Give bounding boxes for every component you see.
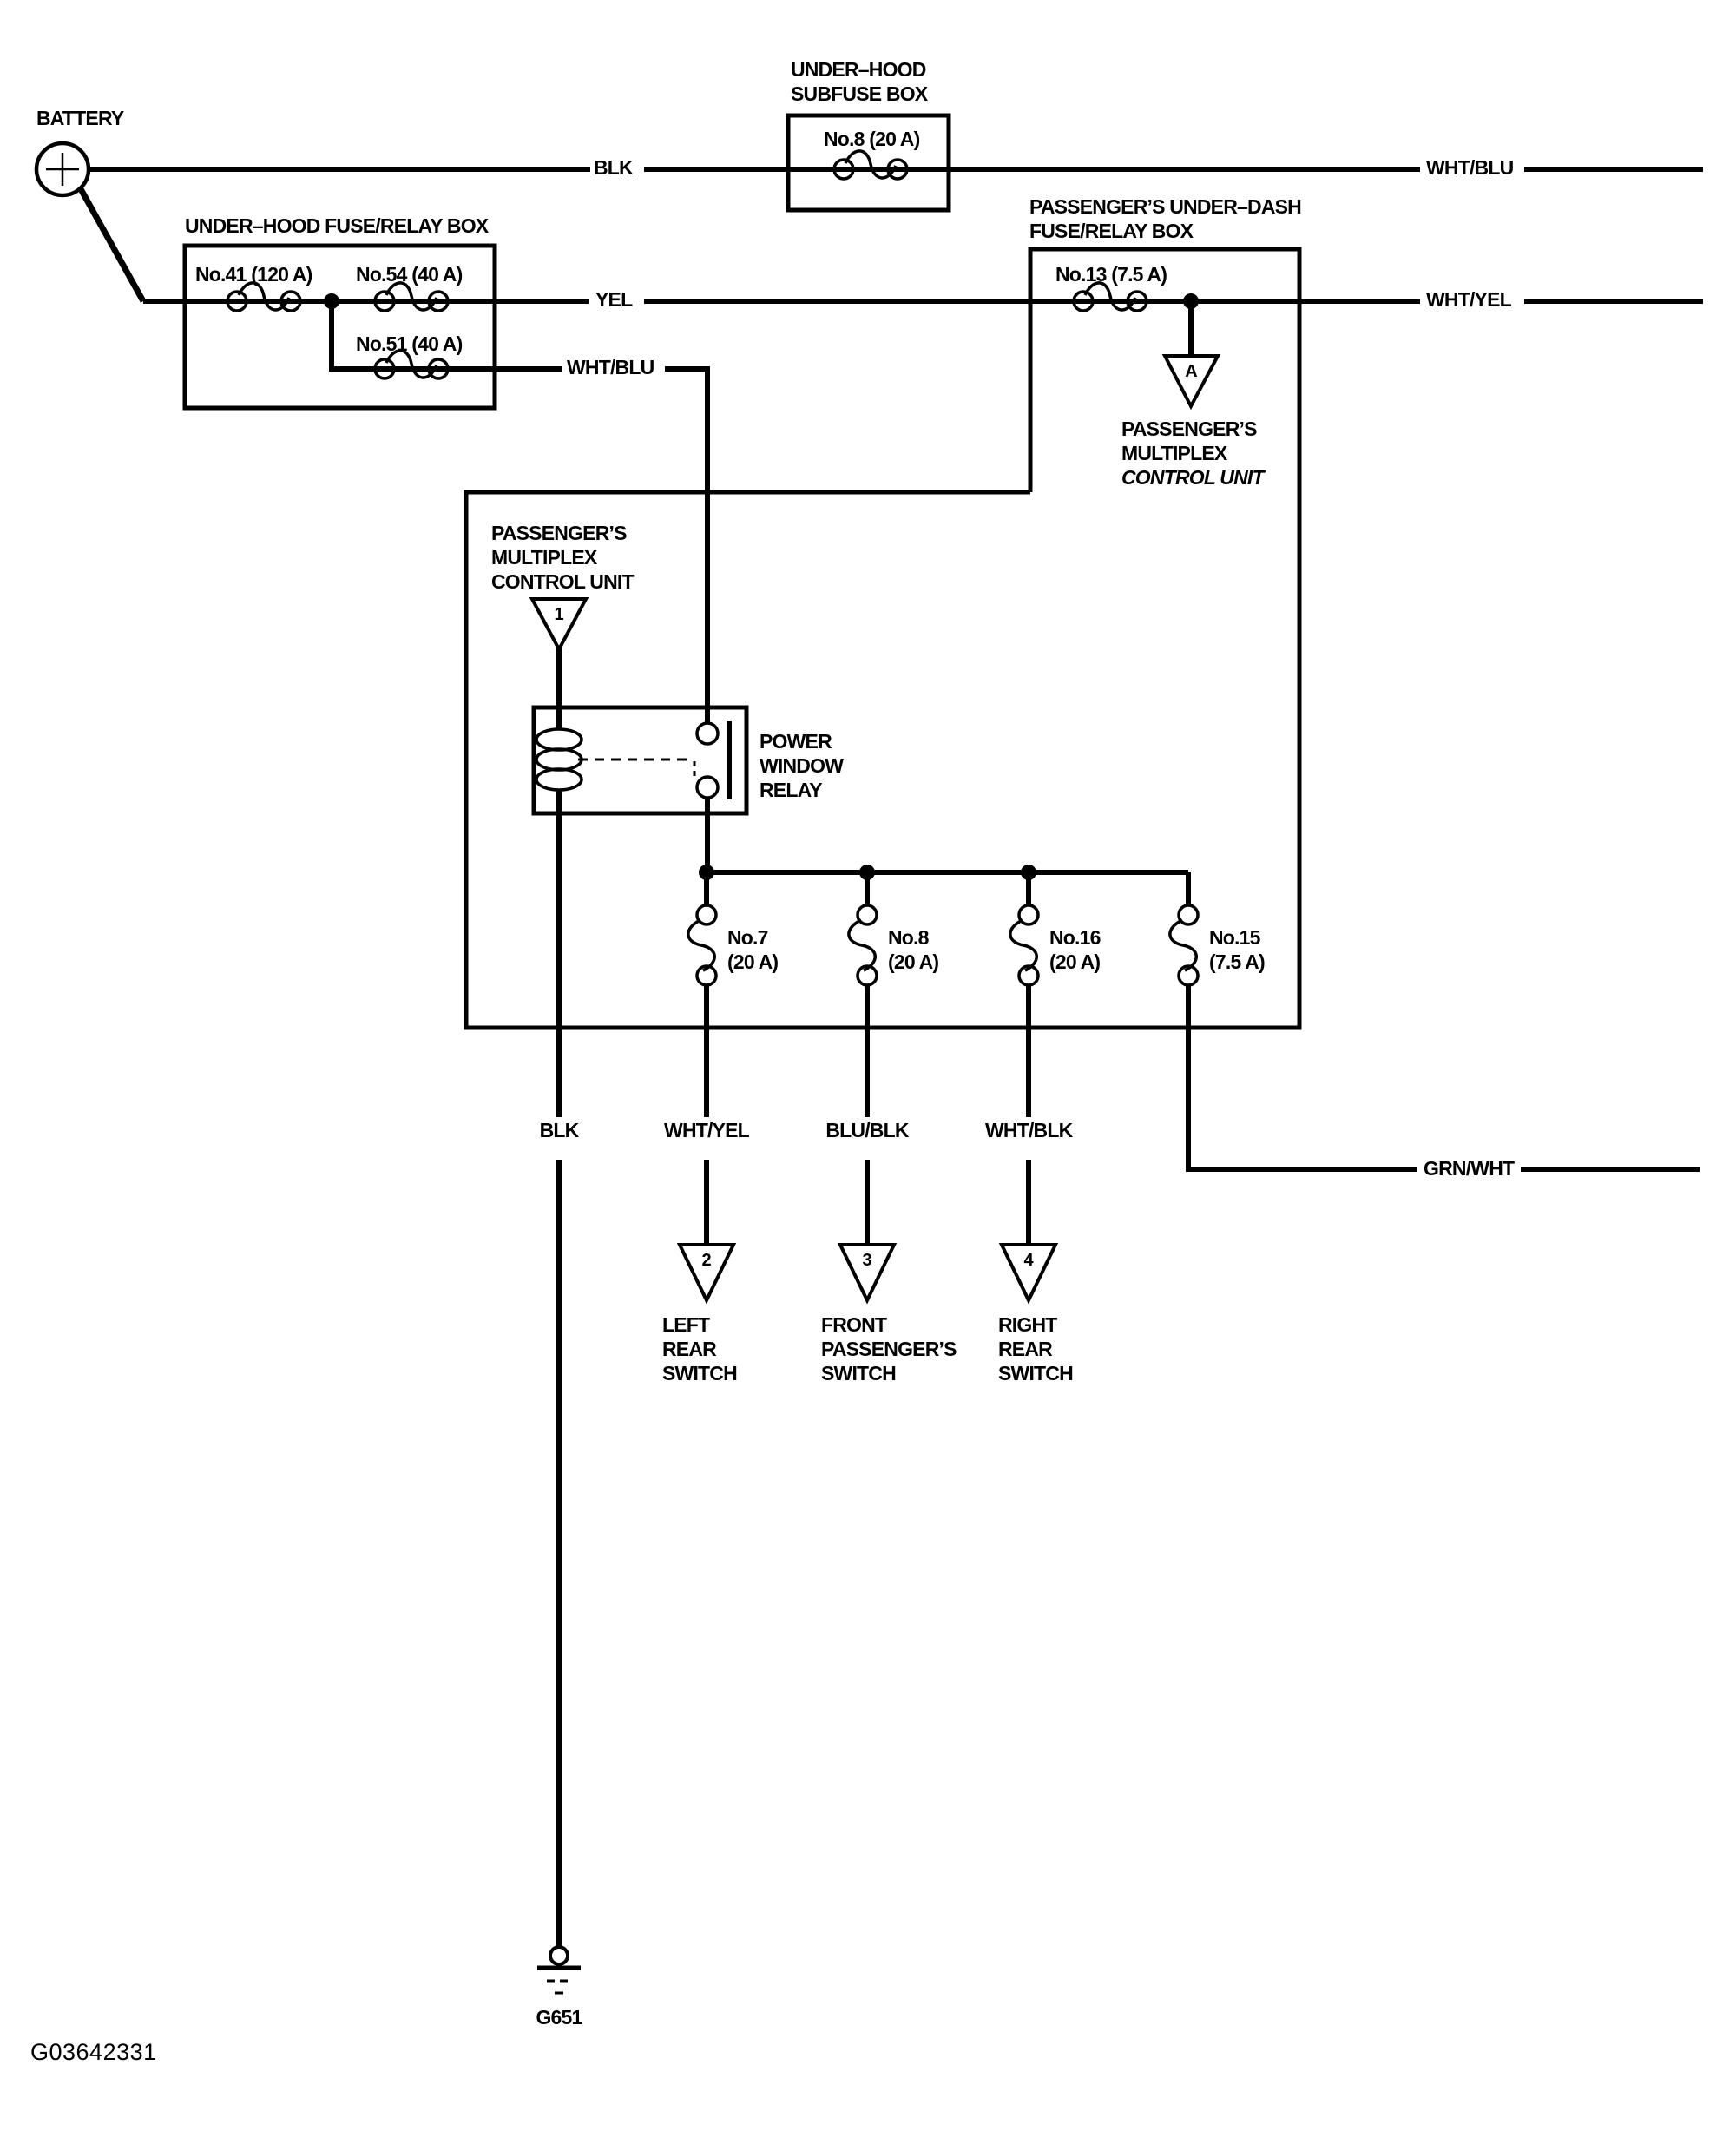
wire-label-whtyel-bottom: WHT/YEL [664,1119,750,1141]
relay-internals [535,721,732,799]
fuse-no13-label: No.13 (7.5 A) [1055,263,1167,286]
fuse-no8-subfuse-label: No.8 (20 A) [824,128,920,150]
page-code: G03642331 [30,2039,157,2065]
connector-triangles [529,354,1221,1305]
wire-label-yel: YEL [595,288,633,311]
junction-dots [324,293,1199,880]
connector-a-label-line1: PASSENGER’S [1121,418,1257,440]
wire-label-grnwht: GRN/WHT [1424,1157,1515,1180]
front-passenger-switch-label-line1: FRONT [821,1313,887,1336]
fuse-no51-label: No.51 (40 A) [356,332,463,355]
subfuse-box-title-line2: SUBFUSE BOX [791,82,928,105]
connector-1-triangle [529,597,589,654]
right-rear-switch-label-line3: SWITCH [998,1362,1074,1384]
junction-dot [1183,293,1199,309]
right-rear-switch-label-line1: RIGHT [998,1313,1057,1336]
fuse-no15-symbol [1168,904,1200,987]
fuse-no7-symbol [687,904,718,987]
battery-label: BATTERY [36,107,124,129]
ground-label: G651 [536,2006,582,2029]
fuse-no7-label-line1: No.7 [727,926,768,949]
fuse-no54-symbol [373,281,450,312]
wire-label-whtblk: WHT/BLK [985,1119,1073,1141]
connector-a-label-line2: MULTIPLEX [1121,442,1227,464]
left-rear-switch-label-line2: REAR [662,1338,717,1360]
connector-a-id: A [1185,362,1198,381]
connector-2-id: 2 [701,1251,712,1270]
relay-label-line2: WINDOW [760,754,844,777]
wire-label-whtyel-top: WHT/YEL [1426,288,1512,311]
fuse-no41-label: No.41 (120 A) [195,263,312,286]
underdash-box-title-line1: PASSENGER’S UNDER–DASH [1029,195,1302,218]
relay-coil [535,727,583,792]
fuse-no16-label-line1: No.16 [1049,926,1101,949]
junction-dot [1021,865,1036,880]
wire-label-blk-bottom: BLK [539,1119,580,1141]
wires [76,167,1703,1947]
wire-battery-diagonal [76,186,147,303]
front-passenger-switch-label-line2: PASSENGER’S [821,1338,957,1360]
component-boxes [182,113,1302,1030]
junction-dot [324,293,339,309]
underdash-box-outline [464,247,1302,1030]
fuse-no8-underdash-symbol [847,904,878,987]
left-rear-switch-label-line1: LEFT [662,1313,710,1336]
fuse-no41-symbol [226,281,302,312]
relay-label-line3: RELAY [760,779,823,801]
connector-3-id: 3 [862,1251,872,1270]
fuse-no7-label-line2: (20 A) [727,950,779,973]
connector-1-id: 1 [554,605,564,624]
connector-a-triangle [1161,354,1221,411]
fuse-no13-symbol [1072,281,1148,312]
junction-dot [699,865,714,880]
underhood-box-outline [182,243,497,411]
wire-label-blublk: BLU/BLK [825,1119,909,1141]
relay-contact [695,721,732,799]
fuse-no54-label: No.54 (40 A) [356,263,463,286]
fuse-no15-label-line2: (7.5 A) [1209,950,1266,973]
multiplex-unit-label-line3: CONTROL UNIT [491,570,635,593]
relay-label-line1: POWER [760,730,832,753]
subfuse-box-outline [786,113,951,213]
multiplex-unit-label-line1: PASSENGER’S [491,522,627,544]
connector-3-triangle [837,1243,898,1305]
connector-4-triangle [998,1243,1059,1305]
connector-2-triangle [676,1243,737,1305]
connector-4-id: 4 [1023,1251,1034,1270]
wire-label-whtblu-mid: WHT/BLU [567,356,654,378]
junction-dot [859,865,875,880]
wire-label-blk-top: BLK [594,156,634,179]
right-rear-switch-label-line2: REAR [998,1338,1053,1360]
multiplex-unit-label-line2: MULTIPLEX [491,546,597,569]
power-window-relay-outline [531,705,749,816]
ground-icon [537,1945,581,1995]
front-passenger-switch-label-line3: SWITCH [821,1362,897,1384]
fuse-no16-symbol [1009,904,1040,987]
fuse-no8-subfuse-symbol [832,149,909,181]
fuse-no15-label-line1: No.15 [1209,926,1260,949]
left-rear-switch-label-line3: SWITCH [662,1362,738,1384]
underhood-box-title: UNDER–HOOD FUSE/RELAY BOX [185,214,489,237]
fuse-no16-label-line2: (20 A) [1049,950,1101,973]
fuse-no8-underdash-label-line1: No.8 [888,926,929,949]
connector-a-label-line3: CONTROL UNIT [1121,466,1265,489]
fuse-no8-underdash-label-line2: (20 A) [888,950,939,973]
underdash-box-title-line2: FUSE/RELAY BOX [1029,220,1194,242]
subfuse-box-title-line1: UNDER–HOOD [791,58,926,81]
wire-label-whtblu-top: WHT/BLU [1426,156,1514,179]
